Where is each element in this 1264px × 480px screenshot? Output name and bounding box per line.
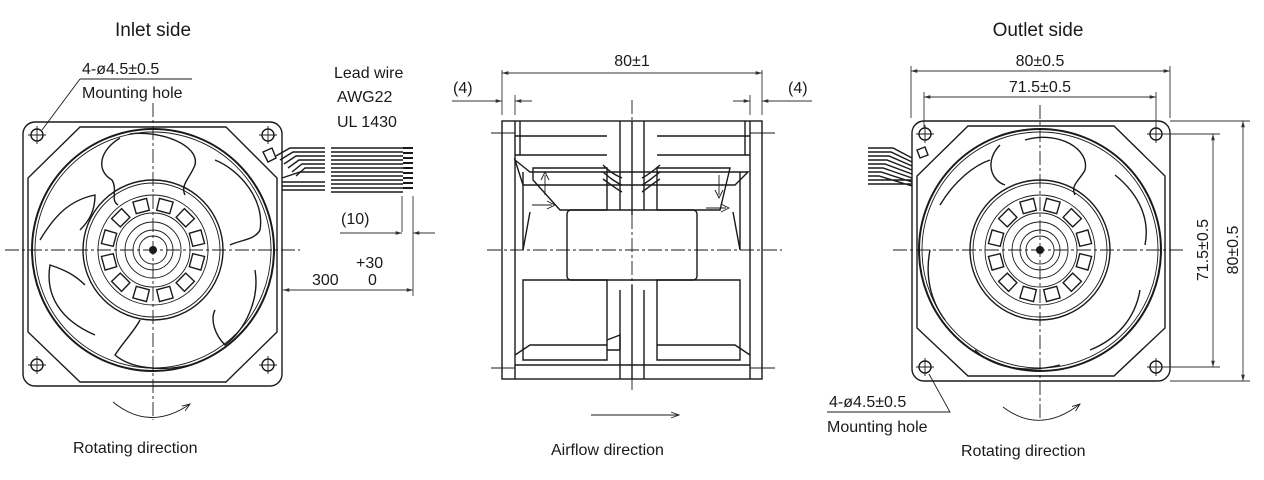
outlet-rotation-arrow — [1002, 404, 1080, 421]
outlet-width-dim: 80±0.5 — [1016, 53, 1065, 70]
hub-slot — [110, 207, 131, 228]
wire-length-dim: 300 — [312, 272, 339, 289]
inlet-rotation-arrow — [112, 401, 190, 418]
lead-wire-label: Lead wire — [334, 65, 403, 82]
outlet-hole-spec: 4-ø4.5±0.5 — [829, 394, 906, 411]
airflow-label: Airflow direction — [551, 442, 664, 459]
lead-wire-standard: UL 1430 — [337, 114, 397, 131]
hub-slot — [155, 285, 174, 303]
hub-slot — [1062, 272, 1083, 293]
inlet-view: Inlet side — [5, 20, 435, 457]
side-view: 80±1 (4) (4) Airflow direction — [452, 53, 812, 459]
outlet-hub-slots — [987, 197, 1093, 303]
inlet-hole-label: Mounting hole — [82, 85, 183, 102]
hub-slot — [997, 272, 1018, 293]
airflow-indicator-arrows — [532, 170, 731, 213]
outlet-lead-wire — [868, 146, 929, 187]
side-right-flange-dim: (4) — [788, 80, 808, 97]
hub-slot — [987, 229, 1005, 248]
hub-slot — [1075, 229, 1093, 248]
side-left-flange-dim: (4) — [453, 80, 473, 97]
outlet-frame — [911, 120, 1171, 382]
inlet-hub-slots — [100, 197, 206, 303]
lead-wire-gauge: AWG22 — [337, 89, 393, 106]
hub-slot — [175, 272, 196, 293]
hub-slot — [100, 229, 118, 248]
hub-slot — [132, 285, 151, 303]
inlet-frame-bevel — [27, 126, 278, 383]
outlet-frame-bevel — [916, 125, 1166, 377]
hub-slot — [188, 252, 206, 271]
inlet-title: Inlet side — [115, 20, 191, 41]
outlet-hole-pitch-dim: 71.5±0.5 — [1009, 79, 1071, 96]
outlet-view: Outlet side — [827, 20, 1250, 460]
inlet-rotation-label: Rotating direction — [73, 440, 198, 457]
hub-slot — [1042, 197, 1061, 215]
hub-slot — [188, 229, 206, 248]
inlet-blades — [39, 132, 262, 370]
hub-slot — [1019, 285, 1038, 303]
hub-slot — [155, 197, 174, 215]
inlet-hole-leader — [41, 78, 192, 131]
hub-slot — [987, 252, 1005, 271]
outlet-hole-leader — [827, 373, 951, 413]
hub-slot — [100, 252, 118, 271]
outlet-blades — [927, 136, 1147, 370]
hub-slot — [1019, 197, 1038, 215]
outlet-hole-label: Mounting hole — [827, 419, 928, 436]
wire-length-tol-plus: +30 — [356, 255, 383, 272]
outlet-height-hole-pitch-dim: 71.5±0.5 — [1195, 219, 1212, 281]
hub-slot — [132, 197, 151, 215]
strip-length-dim: (10) — [341, 211, 369, 228]
outlet-title: Outlet side — [993, 20, 1084, 41]
inlet-mounting-holes — [28, 126, 277, 374]
lead-wire — [262, 147, 413, 193]
inlet-hole-spec: 4-ø4.5±0.5 — [82, 61, 159, 78]
hub-slot — [1062, 207, 1083, 228]
hub-slot — [997, 207, 1018, 228]
wire-length-tol-minus: 0 — [368, 272, 377, 289]
hub-slot — [110, 272, 131, 293]
outlet-rotation-label: Rotating direction — [961, 443, 1086, 460]
outlet-height-dim: 80±0.5 — [1225, 225, 1242, 274]
hub-slot — [175, 207, 196, 228]
hub-slot — [1075, 252, 1093, 271]
hub-slot — [1042, 285, 1061, 303]
side-width-dim: 80±1 — [614, 53, 650, 70]
inlet-frame — [22, 121, 283, 387]
